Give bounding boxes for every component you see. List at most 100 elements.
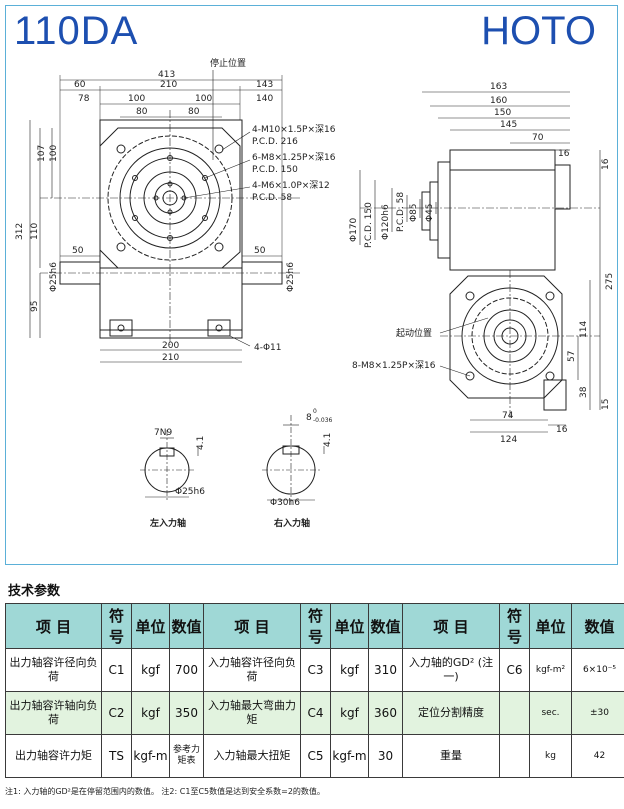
table-cell: kgf-m	[131, 734, 170, 778]
table-cell: 700	[169, 648, 204, 692]
drawing-frame	[5, 5, 618, 565]
left-base	[99, 267, 243, 339]
table-cell: C6	[499, 648, 530, 692]
footnote: 注1: 入力轴的GD²是在停留范围内的数值。 注2: C1至C5数值是达到安全系…	[5, 787, 325, 796]
dim-140: 140	[256, 94, 273, 104]
table-cell: 360	[368, 691, 403, 735]
dim-413: 413	[158, 70, 175, 80]
hole-note-6: P.C.D. 58	[252, 193, 292, 203]
dim-57: 57	[567, 351, 577, 362]
section-heading: 技术参数	[8, 584, 61, 599]
table-cell: 入力轴最大弯曲力矩	[203, 691, 301, 735]
keyway-right-tol0: 0	[313, 408, 317, 415]
dim-124: 124	[500, 435, 517, 445]
table-cell: TS	[101, 734, 132, 778]
table-cell: C4	[300, 691, 331, 735]
header-cell: 项 目	[402, 603, 500, 649]
table-cell: 42	[571, 734, 624, 778]
dim-16-bottom: 16	[556, 425, 568, 435]
dim-phi120h6: Φ120h6	[381, 204, 391, 240]
table-row: 出力轴容许轴向负荷 C2 kgf 350 入力轴最大弯曲力矩 C4 kgf 36…	[5, 691, 624, 735]
dim-16-top: 16	[558, 149, 570, 159]
right-hole-note: 8-M8×1.25P×深16	[352, 360, 436, 371]
table-cell: 入力轴的GD² (注一)	[402, 648, 500, 692]
header-cell: 符号	[499, 603, 530, 649]
keyway-right-note: 8	[306, 413, 312, 423]
dim-150: 150	[494, 108, 511, 118]
keyway-right-tol: -0.036	[313, 417, 333, 424]
table-cell: 重量	[402, 734, 500, 778]
dim-50-left: 50	[72, 246, 84, 256]
dim-114: 114	[579, 321, 589, 338]
hole-note-1: 4-M10×1.5P×深16	[252, 124, 336, 135]
dim-100-right: 100	[195, 94, 212, 104]
dim-70: 70	[532, 133, 544, 143]
table-cell: kg	[529, 734, 572, 778]
dim-160: 160	[490, 96, 507, 106]
dim-phi170: Φ170	[349, 217, 359, 242]
header-cell: 单位	[131, 603, 170, 649]
table-cell: 出力轴容许轴向负荷	[5, 691, 102, 735]
dim-60: 60	[74, 80, 86, 90]
table-cell: kgf	[330, 691, 369, 735]
hole-note-5: 4-M6×1.0P×深12	[252, 180, 330, 191]
model-title: 110DA	[14, 9, 139, 53]
table-cell: 定位分割精度	[402, 691, 500, 735]
dim-95: 95	[30, 301, 40, 312]
header-cell: 项 目	[5, 603, 102, 649]
right-side-body	[449, 149, 556, 271]
right-shaft-label: 右入力轴	[273, 517, 310, 529]
dim-80-right: 80	[188, 107, 200, 117]
table-cell: kgf-m	[330, 734, 369, 778]
dim-210-bottom: 210	[162, 353, 179, 363]
keyway-left-dia: Φ25h6	[175, 487, 205, 497]
dim-110: 110	[30, 223, 40, 240]
table-cell: C2	[101, 691, 132, 735]
table-cell: 入力轴容许径向负荷	[203, 648, 301, 692]
dim-16-side: 16	[601, 158, 611, 170]
header-cell: 符号	[300, 603, 331, 649]
header-cell: 符号	[101, 603, 132, 649]
table-cell: 350	[169, 691, 204, 735]
start-position-label: 起动位置	[396, 327, 432, 339]
table-cell: kgf-m²	[529, 648, 572, 692]
dim-38: 38	[579, 386, 589, 398]
dim-phi85: Φ85	[409, 203, 419, 222]
keyway-right-depth: 4.1	[323, 433, 333, 447]
dim-phi25h6-left: Φ25h6	[49, 262, 59, 292]
hole-note-3: 6-M8×1.25P×深16	[252, 152, 336, 163]
dim-210: 210	[160, 80, 177, 90]
dim-143: 143	[256, 80, 273, 90]
table-cell: sec.	[529, 691, 572, 735]
table-cell: 入力轴最大扭矩	[203, 734, 301, 778]
table-cell: kgf	[131, 648, 170, 692]
table-cell: ±30	[571, 691, 624, 735]
hole-note-4: P.C.D. 150	[252, 165, 298, 175]
left-body-outline	[99, 119, 243, 331]
header-cell: 数值	[571, 603, 624, 649]
dim-100-left: 100	[128, 94, 145, 104]
table-cell: C5	[300, 734, 331, 778]
table-cell: 参考力矩表	[169, 734, 204, 778]
table-cell: kgf	[131, 691, 170, 735]
dim-100-vertical: 100	[49, 145, 59, 162]
header-cell: 数值	[169, 603, 204, 649]
dim-275: 275	[605, 273, 615, 290]
table-header-row: 项 目 符号 单位 数值 项 目 符号 单位 数值 项 目 符号 单位 数值	[5, 603, 624, 649]
dim-phi25h6-right: Φ25h6	[286, 262, 296, 292]
keyway-left-depth: 4.1	[196, 436, 206, 450]
spec-table: 项 目 符号 单位 数值 项 目 符号 单位 数值 项 目 符号 单位 数值 出…	[5, 603, 624, 778]
table-cell: 30	[368, 734, 403, 778]
keyway-left-note: 7N9	[154, 428, 172, 438]
dim-163: 163	[490, 82, 507, 92]
keyway-right-dia: Φ30h6	[270, 498, 300, 508]
stop-position-label: 停止位置	[210, 57, 246, 69]
table-cell: C1	[101, 648, 132, 692]
table-cell: 出力轴容许径向负荷	[5, 648, 102, 692]
technical-drawing: 413 60 210 143 78 100 100 140 80 80 107 …	[15, 57, 615, 529]
dim-phi45: Φ45	[425, 203, 435, 222]
dim-80-left: 80	[136, 107, 148, 117]
dim-50-right: 50	[254, 246, 266, 256]
dim-200: 200	[162, 341, 179, 351]
dim-15: 15	[601, 399, 611, 410]
